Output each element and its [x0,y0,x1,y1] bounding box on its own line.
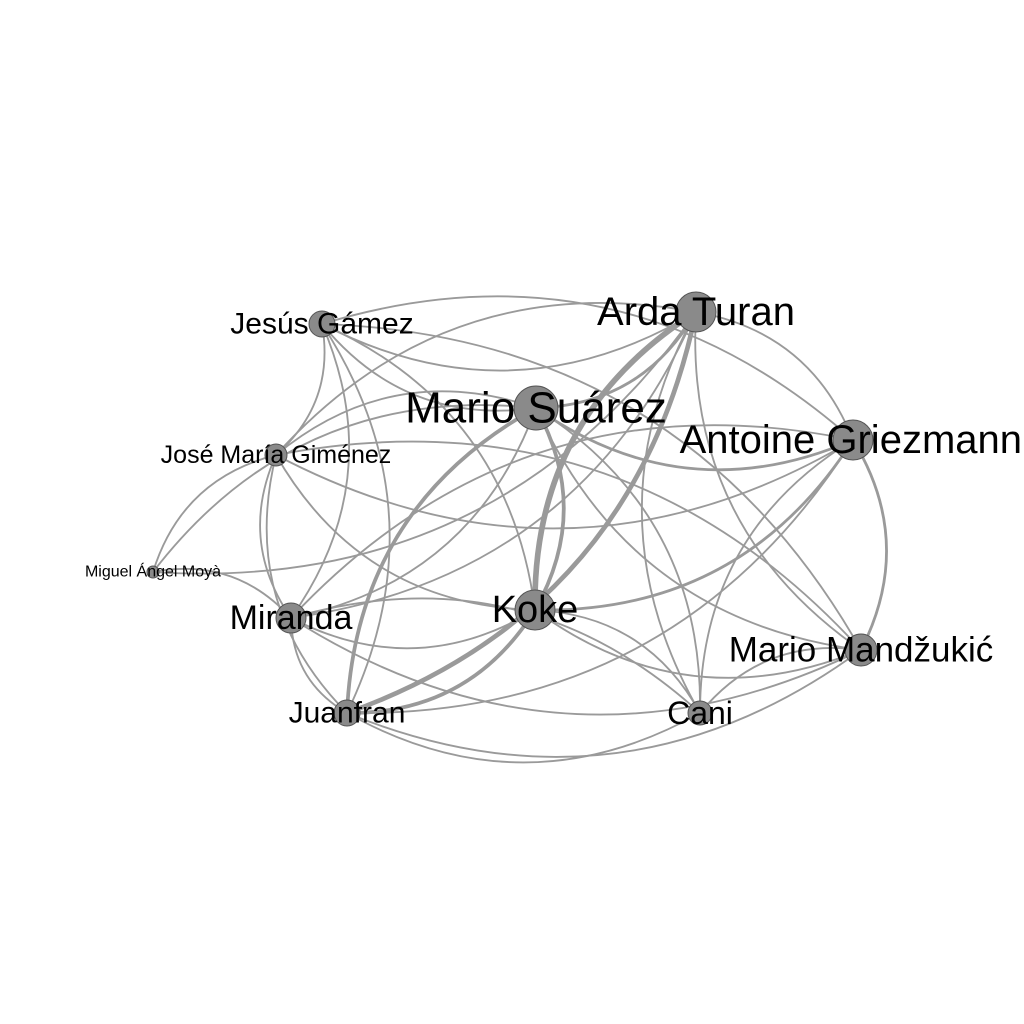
edge-koke-juanfran [345,608,537,715]
edge-jesus-gamez-jose-maria-gimenez [275,323,326,456]
edge-mario-suarez-arda-turan [534,310,698,410]
edge-cani-miranda [290,597,701,714]
node-label-jose-maria-gimenez: José María Giménez [161,441,392,469]
edge-koke-miranda [290,609,536,650]
edge-mario-suarez-jesus-gamez [321,323,537,412]
edge-layer [152,295,888,764]
node-label-arda-turan: Arda Turan [597,290,795,334]
edge-antoine-griezmann-jesus-gamez [321,295,854,441]
edge-koke-jose-maria-gimenez [275,454,536,611]
edge-antoine-griezmann-jose-maria-gimenez [275,439,854,530]
edge-arda-turan-mario-mandzukic [694,311,862,651]
node-label-mario-mandzukic: Mario Mandžukić [729,631,994,670]
edge-arda-turan-cani [640,311,701,714]
node-koke[interactable] [514,589,556,631]
node-label-koke: Koke [492,589,579,631]
node-label-juanfran: Juanfran [289,697,406,730]
edge-arda-turan-juanfran [344,309,699,716]
node-cani[interactable] [687,700,713,726]
edge-antoine-griezmann-cani [699,439,854,714]
edge-arda-turan-koke [532,309,699,613]
edge-mario-mandzukic-jose-maria-gimenez [275,440,862,651]
edge-mario-suarez-jose-maria-gimenez [275,390,537,456]
edge-miranda-jesus-gamez [290,323,351,619]
edge-mario-suarez-cani [535,407,701,714]
edge-jesus-gamez-mario-mandzukic [321,323,862,651]
edge-jose-maria-gimenez-miguel-angel-moya [152,454,277,573]
edge-mario-suarez-miguel-angel-moya [152,404,537,573]
node-label-mario-suarez: Mario Suárez [405,384,667,433]
edge-arda-turan-antoine-griezmann [695,311,854,441]
edge-koke-cani [534,609,701,714]
edge-koke-mario-mandzukic [534,609,862,679]
edge-cani-juanfran [346,712,701,764]
edge-koke-antoine-griezmann [533,438,855,612]
edge-arda-turan-jesus-gamez [321,311,697,372]
edge-juanfran-jesus-gamez [321,323,391,714]
node-label-cani: Cani [667,695,733,731]
node-jesus-gamez[interactable] [308,310,336,338]
node-mario-mandzukic[interactable] [844,633,878,667]
edge-miguel-angel-moya-arda-turan [152,311,697,575]
edge-antoine-griezmann-juanfran [346,439,854,714]
node-jose-maria-gimenez[interactable] [264,443,288,467]
edge-mario-suarez-mario-mandzukic [535,407,862,651]
edge-mario-suarez-juanfran [345,406,538,715]
edge-miranda-jose-maria-gimenez [259,454,292,619]
node-layer [146,291,878,727]
edge-mario-mandzukic-juanfran [346,649,862,758]
edge-mario-suarez-antoine-griezmann [534,406,855,472]
edge-koke-jesus-gamez [321,323,536,611]
node-label-miranda: Miranda [230,599,353,637]
edge-arda-turan-jose-maria-gimenez [275,302,697,456]
node-arda-turan[interactable] [675,291,717,333]
node-miranda[interactable] [275,602,307,634]
edge-juanfran-jose-maria-gimenez [265,454,348,714]
node-label-antoine-griezmann: Antoine Griezmann [680,418,1022,462]
node-miguel-angel-moya[interactable] [146,565,160,579]
edge-miranda-miguel-angel-moya [152,567,292,619]
node-label-miguel-angel-moya: Miguel Ángel Moyà [85,562,221,581]
edge-mario-mandzukic-cani [699,647,862,714]
node-mario-suarez[interactable] [513,385,559,431]
node-juanfran[interactable] [333,699,361,727]
node-label-jesus-gamez: Jesús Gámez [230,308,413,341]
node-antoine-griezmann[interactable] [832,419,874,461]
edge-antoine-griezmann-mario-mandzukic [851,438,888,652]
